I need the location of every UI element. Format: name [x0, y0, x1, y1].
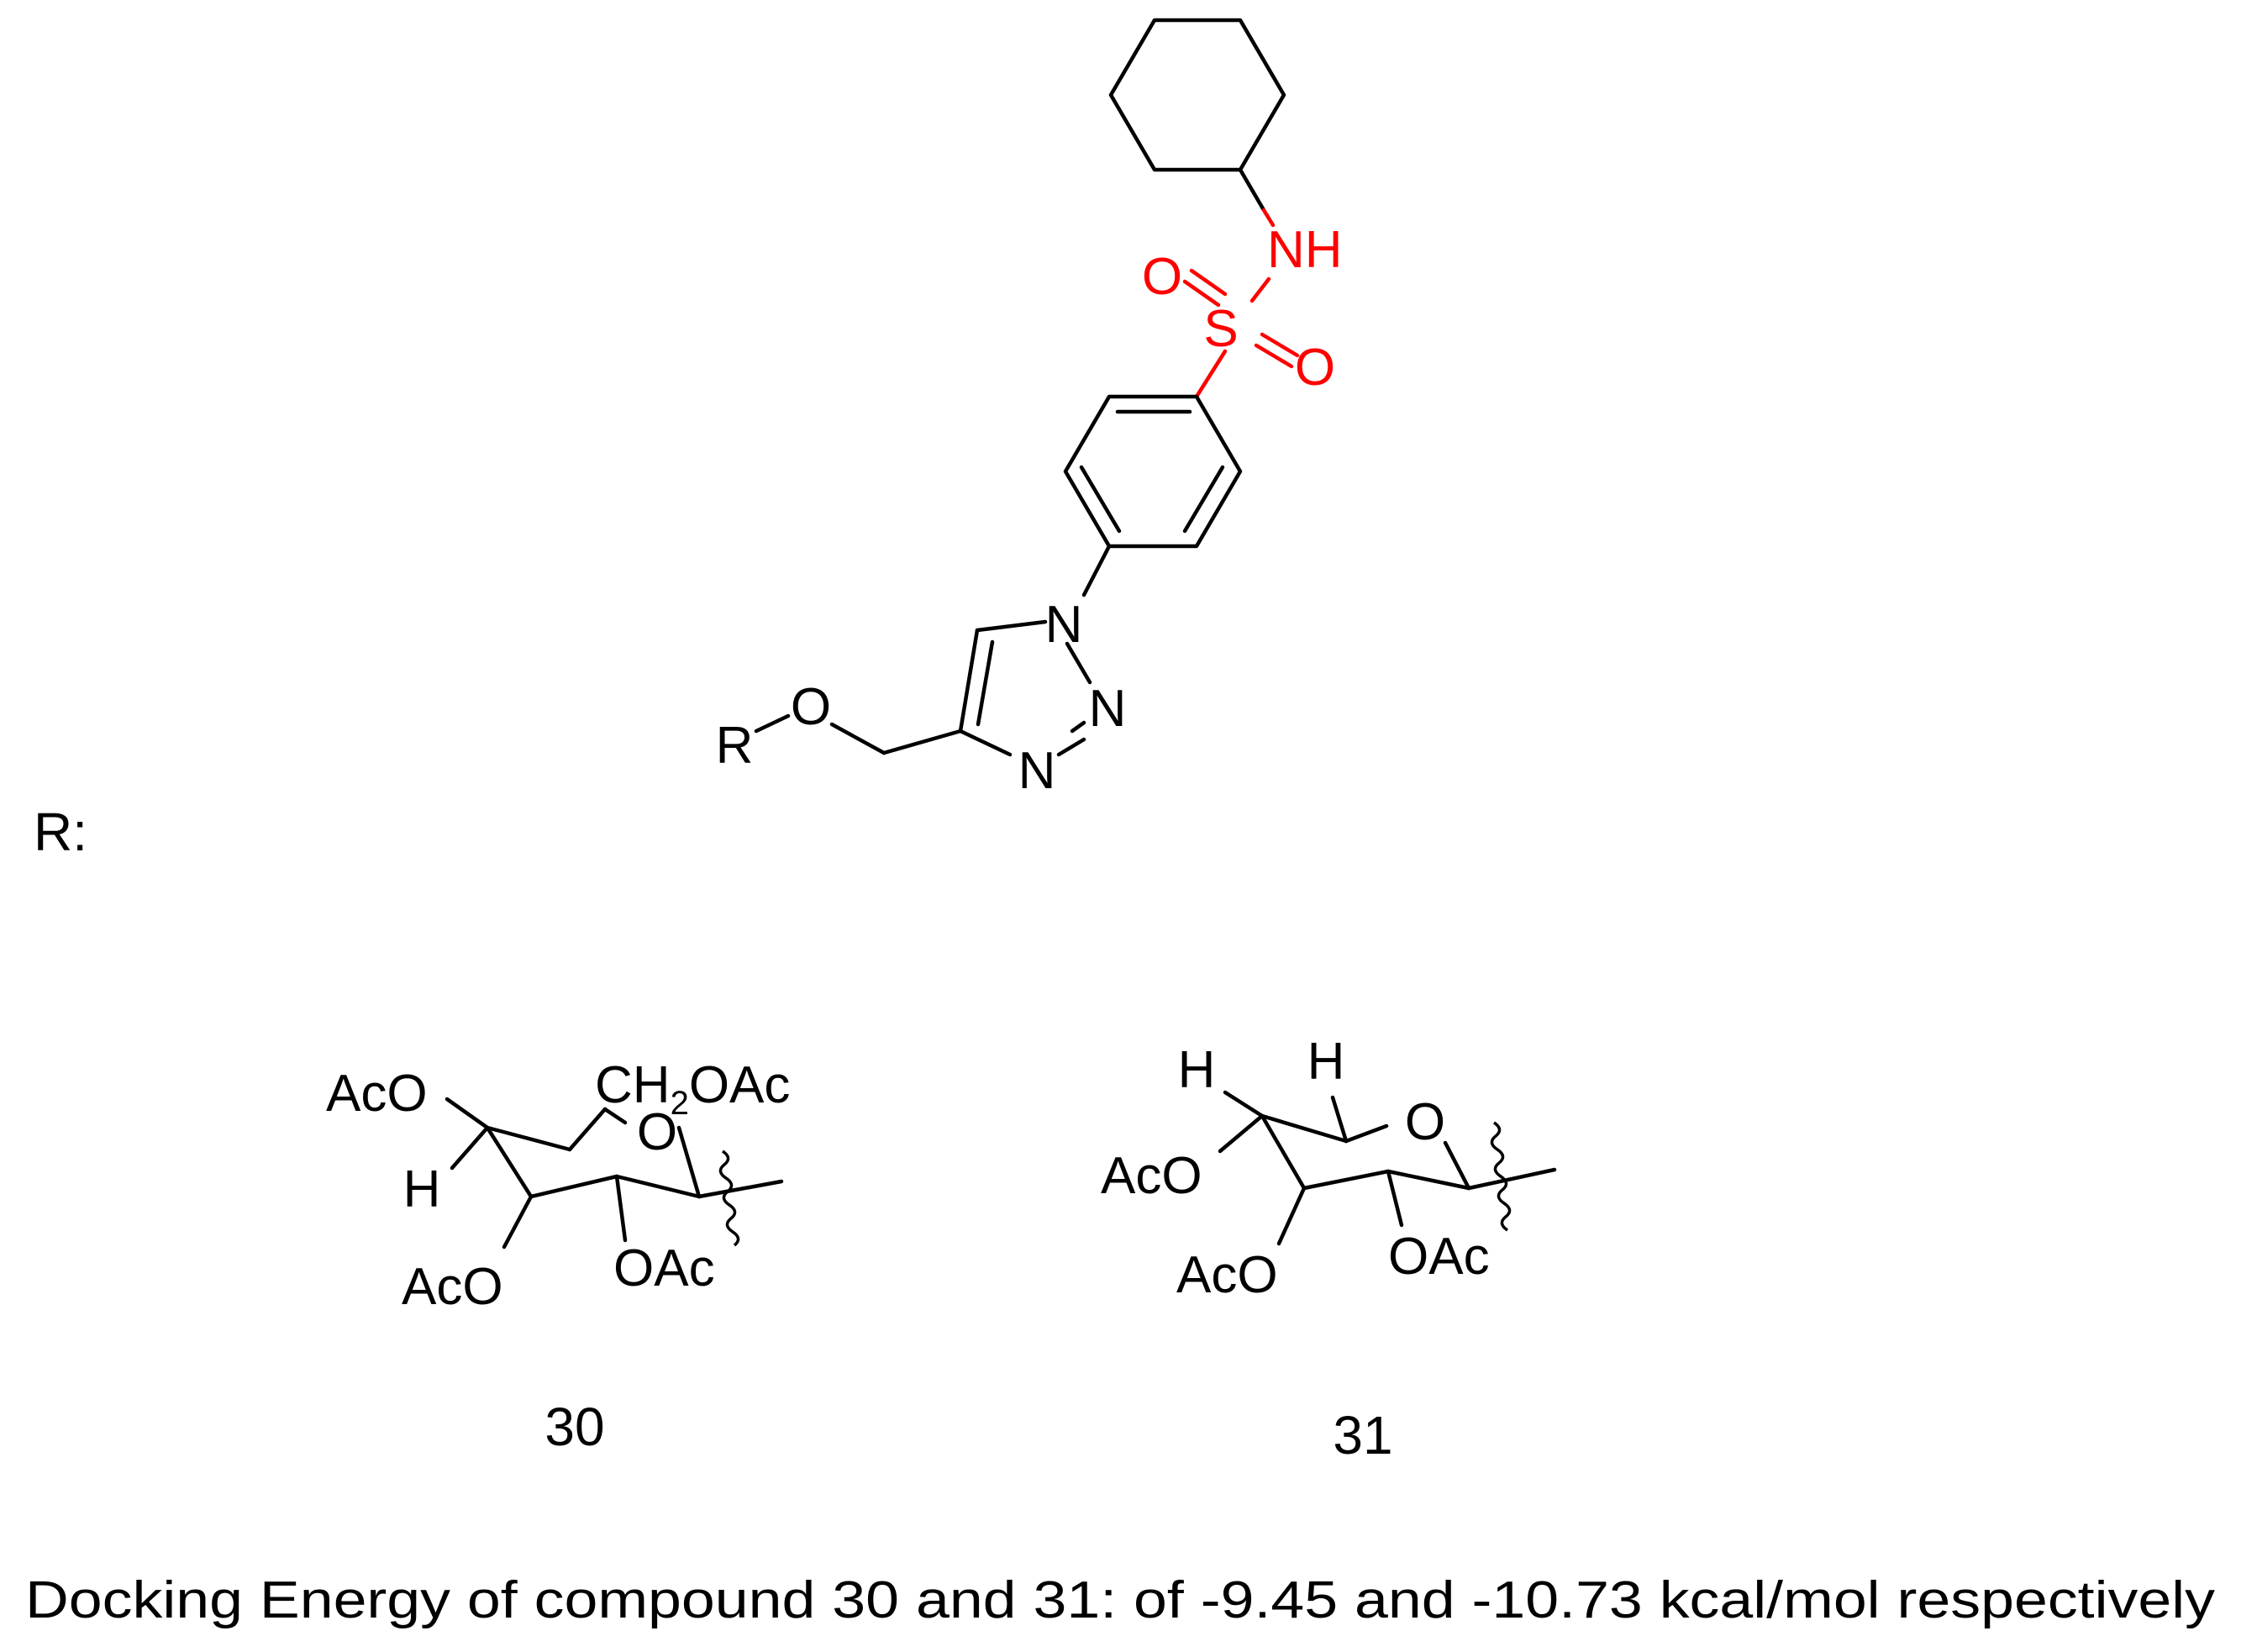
sugar30-aco-bottom-label: AcO [402, 1258, 503, 1316]
triazole-ring: N N N [958, 544, 1127, 800]
sugar31-ring-oxygen-label: O [1405, 1093, 1445, 1151]
n3-label: N [1018, 742, 1056, 800]
s-label: S [1203, 300, 1238, 358]
n2-label: N [1089, 680, 1127, 738]
sugar30-oac-label: OAc [613, 1239, 715, 1297]
docking-energy-caption: Docking Energy of compound 30 and 31: of… [25, 1571, 2215, 1629]
oxygen-right-label: O [1295, 339, 1335, 397]
sugar-31-structure: H H O AcO AcO OAc 31 [1101, 1033, 1557, 1465]
sugar31-aco-bottom-label: AcO [1176, 1246, 1278, 1304]
sugar31-h-left-label: H [1178, 1041, 1216, 1099]
compound-30-label: 30 [544, 1397, 604, 1457]
r-definition-label: R: [34, 802, 87, 862]
oxygen-left-label: O [1142, 248, 1182, 306]
sugar30-h-label: H [403, 1160, 441, 1218]
sugar-30-structure: AcO CH2OAc O H AcO OAc 30 [326, 1056, 790, 1457]
sugar31-oac-label: OAc [1388, 1228, 1490, 1286]
sugar30-aco-top-label: AcO [326, 1065, 428, 1123]
nh-label: NH [1267, 221, 1343, 279]
ether-oxygen-label: O [791, 678, 831, 736]
r-group-label: R [716, 717, 754, 775]
sugar30-ch2oac-label: CH2OAc [595, 1056, 790, 1122]
compound-31-label: 31 [1333, 1405, 1392, 1465]
sugar30-ring-oxygen-label: O [637, 1103, 677, 1161]
sugar31-aco-mid-label: AcO [1101, 1147, 1202, 1205]
cyclohexane-ring [1108, 18, 1286, 172]
sugar31-h-right-label: H [1307, 1033, 1345, 1091]
n1-label: N [1045, 596, 1083, 654]
benzene-ring [1063, 394, 1243, 549]
ether-linker: O R [716, 678, 963, 775]
sulfonamide-group: NH S O O [1142, 167, 1343, 399]
